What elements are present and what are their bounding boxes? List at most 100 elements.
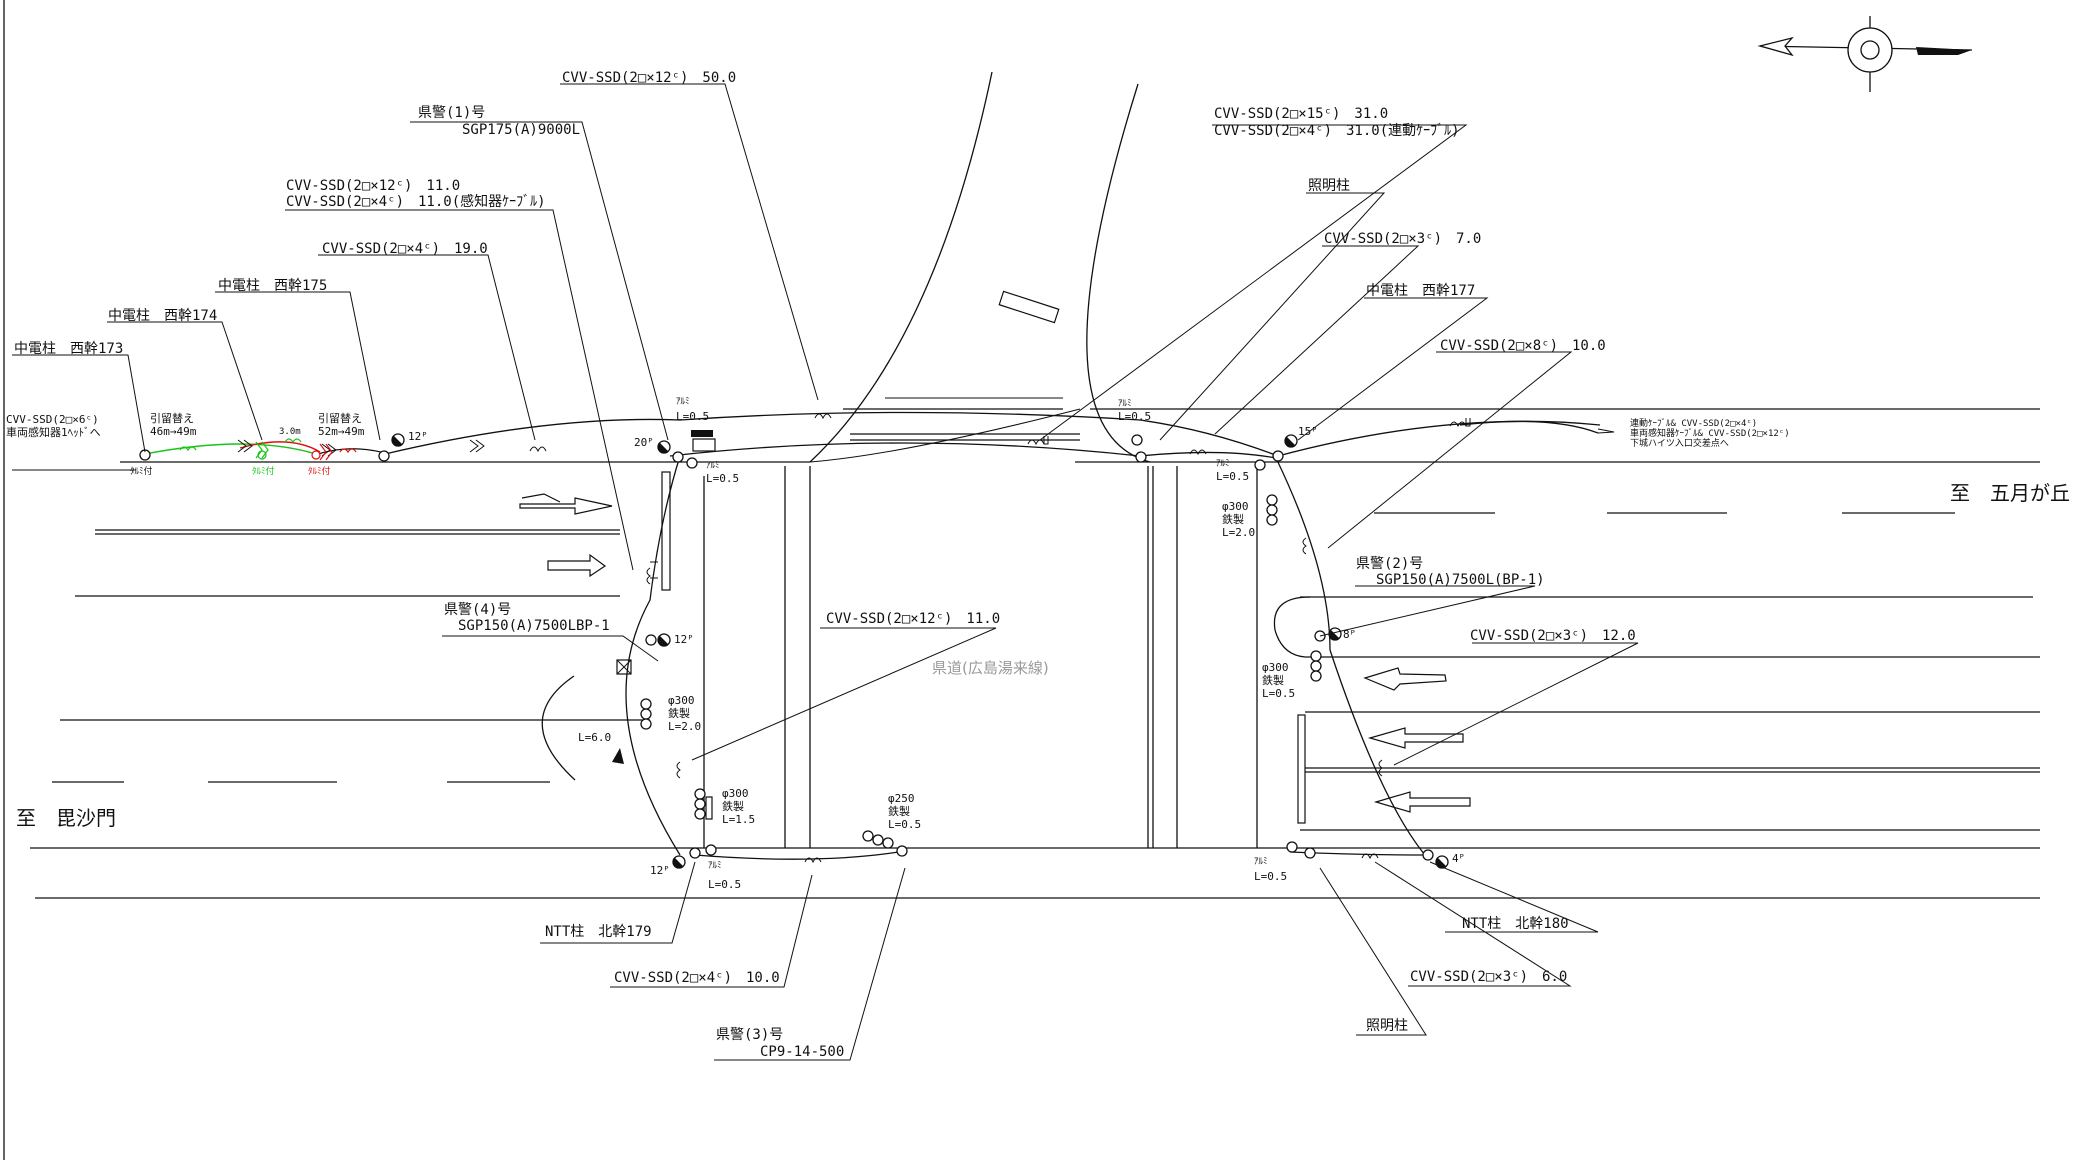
- angle-12c-label: 12ᴾ: [650, 864, 670, 877]
- tarumi-3: ﾀﾙﾐ付: [308, 466, 331, 477]
- l05-5: L=0.5: [888, 818, 921, 831]
- cable-mid-label: CVV-SSD(2□×12ᶜ) 11.0: [826, 611, 1000, 627]
- arumi-4: ｱﾙﾐ: [1216, 459, 1230, 469]
- leader-lines: [12, 83, 1639, 1061]
- cable-7-label: CVV-SSD(2□×3ᶜ) 7.0: [1324, 231, 1481, 247]
- link-line-3: 下城ハイツ入口交差点へ: [1630, 437, 1729, 449]
- kenkei-1-spec: SGP175(A)9000L: [462, 122, 580, 138]
- arumi-2: ｱﾙﾐ: [706, 461, 720, 471]
- road-lines: [30, 71, 2040, 899]
- destination-left: 至 毘沙門: [16, 806, 116, 830]
- kenkei-3-spec: CP9-14-500: [760, 1044, 844, 1060]
- span-label: 3.0m: [279, 427, 301, 437]
- cable-1-label: CVV-SSD(2□×6ᶜ): [6, 413, 99, 426]
- pole-175-label: 中電柱 西幹175: [218, 277, 327, 294]
- link-line-1: 連動ｹｰﾌﾞﾙ& CVV-SSD(2□×4ᶜ): [1630, 417, 1757, 429]
- replacement-marks: [179, 438, 357, 461]
- steel-bottom: 鉄製: [722, 799, 744, 813]
- angle-20-label: 20ᴾ: [634, 436, 654, 449]
- l60-label: L=6.0: [578, 731, 611, 744]
- l15-label: L=1.5: [722, 813, 755, 826]
- l05-8: L=0.5: [1254, 870, 1287, 883]
- arumi-1: ｱﾙﾐ: [676, 397, 690, 407]
- road-name: 県道(広島湯来線): [932, 659, 1049, 677]
- kenkei-3-label: 県警(3)号: [716, 1027, 783, 1043]
- kenkei-1-pole: [672, 451, 684, 463]
- pole-177-label: 中電柱 西幹177: [1366, 282, 1475, 299]
- cable-31a-label: CVV-SSD(2□×15ᶜ) 31.0: [1214, 106, 1388, 122]
- l20-left: L=2.0: [668, 720, 701, 733]
- cable-19-label: CVV-SSD(2□×4ᶜ) 19.0: [322, 241, 488, 257]
- kenkei-4-pole: [645, 634, 657, 646]
- pole-174-label: 中電柱 西幹174: [108, 307, 217, 324]
- cable-11b-label: CVV-SSD(2□×4ᶜ) 11.0(感知器ｹｰﾌﾞﾙ): [286, 193, 546, 210]
- poles: [139, 433, 1449, 869]
- l20-right: L=2.0: [1222, 526, 1255, 539]
- replace-1-label: 引留替え: [150, 411, 194, 425]
- tarumi-2: ﾀﾙﾐ付: [252, 466, 275, 477]
- cable-10-label: CVV-SSD(2□×8ᶜ) 10.0: [1440, 338, 1606, 354]
- l05-6: L=0.5: [708, 878, 741, 891]
- compass-icon: [1757, 16, 1973, 92]
- steel-right-b: 鉄製: [1262, 673, 1284, 687]
- ntt-180-pole: [1422, 849, 1434, 861]
- kenkei-2-label: 県警(2)号: [1356, 556, 1423, 572]
- slack-symbols: [237, 413, 1471, 864]
- phi250-label: φ250: [888, 792, 915, 805]
- arumi-6: ｱﾙﾐ: [1254, 857, 1268, 867]
- kenkei-3-pole: [896, 845, 908, 857]
- phi300-right-b: φ300: [1262, 661, 1289, 674]
- replace-2-label: 引留替え: [318, 411, 362, 425]
- l05-3: L=0.5: [1118, 410, 1151, 423]
- cable-50-label: CVV-SSD(2□×12ᶜ) 50.0: [562, 70, 736, 86]
- cable-bottom-10-label: CVV-SSD(2□×4ᶜ) 10.0: [614, 970, 780, 986]
- cable-11a-label: CVV-SSD(2□×12ᶜ) 11.0: [286, 178, 460, 194]
- steel-right: 鉄製: [1222, 512, 1244, 526]
- angle-4-label: 4ᴾ: [1452, 852, 1465, 865]
- kenkei-4-spec: SGP150(A)7500LBP-1: [458, 618, 610, 634]
- structures: [616, 290, 1306, 824]
- kenkei-4-label: 県警(4)号: [444, 602, 511, 618]
- phi300-left: φ300: [668, 694, 695, 707]
- lighting-pole-label: 照明柱: [1308, 178, 1350, 194]
- pole-177: [1272, 450, 1284, 462]
- tarumi-1: ﾀﾙﾐ付: [130, 466, 153, 477]
- angle-15-label: 15ᴾ: [1298, 425, 1318, 438]
- ntt-180-label: NTT柱 北幹180: [1462, 915, 1569, 932]
- ntt-179-label: NTT柱 北幹179: [545, 923, 652, 940]
- overhead-cables: [144, 411, 1615, 860]
- l05-4: L=0.5: [1216, 470, 1249, 483]
- angle-12-label: 12ᴾ: [408, 430, 428, 443]
- l05-2: L=0.5: [706, 472, 739, 485]
- phi300-bottom: φ300: [722, 787, 749, 800]
- pole-173-label: 中電柱 西幹173: [14, 340, 123, 357]
- replace-2-length: 52m→49m: [318, 425, 365, 438]
- direction-arrow-icons: [519, 493, 1471, 813]
- steel-phi250: 鉄製: [888, 804, 910, 818]
- kenkei-1-label: 県警(1)号: [418, 105, 485, 121]
- pointer-icon: [612, 748, 624, 764]
- pole-175: [378, 450, 390, 462]
- lighting-pole-b-label: 照明柱: [1366, 1018, 1408, 1034]
- l05-1: L=0.5: [676, 410, 709, 423]
- half-pole-icon: [391, 433, 1449, 869]
- signal-head-icon: [640, 494, 1322, 849]
- ntt-179-pole: [689, 847, 701, 859]
- steel-left: 鉄製: [668, 706, 690, 720]
- cable-1-dest: 車両感知器1ﾍｯﾄﾞへ: [6, 425, 101, 439]
- cable-12-label: CVV-SSD(2□×3ᶜ) 12.0: [1470, 628, 1636, 644]
- replace-1-length: 46m→49m: [150, 425, 197, 438]
- cable-31b-label: CVV-SSD(2□×4ᶜ) 31.0(連動ｹｰﾌﾞﾙ): [1214, 123, 1460, 139]
- link-line-2: 車両感知器ｹｰﾌﾞﾙ& CVV-SSD(2□×12ᶜ): [1630, 427, 1790, 439]
- kenkei-2-spec: SGP150(A)7500L(BP-1): [1376, 572, 1545, 588]
- arumi-3: ｱﾙﾐ: [1118, 399, 1132, 409]
- angle-8-label: 8ᴾ: [1343, 628, 1356, 641]
- phi300-right: φ300: [1222, 500, 1249, 513]
- cable-6-label: CVV-SSD(2□×3ᶜ) 6.0: [1410, 969, 1567, 985]
- lighting-pole: [1135, 451, 1147, 463]
- l05-7: L=0.5: [1262, 687, 1295, 700]
- arumi-5: ｱﾙﾐ: [708, 861, 722, 871]
- destination-right: 至 五月が丘: [1950, 481, 2070, 505]
